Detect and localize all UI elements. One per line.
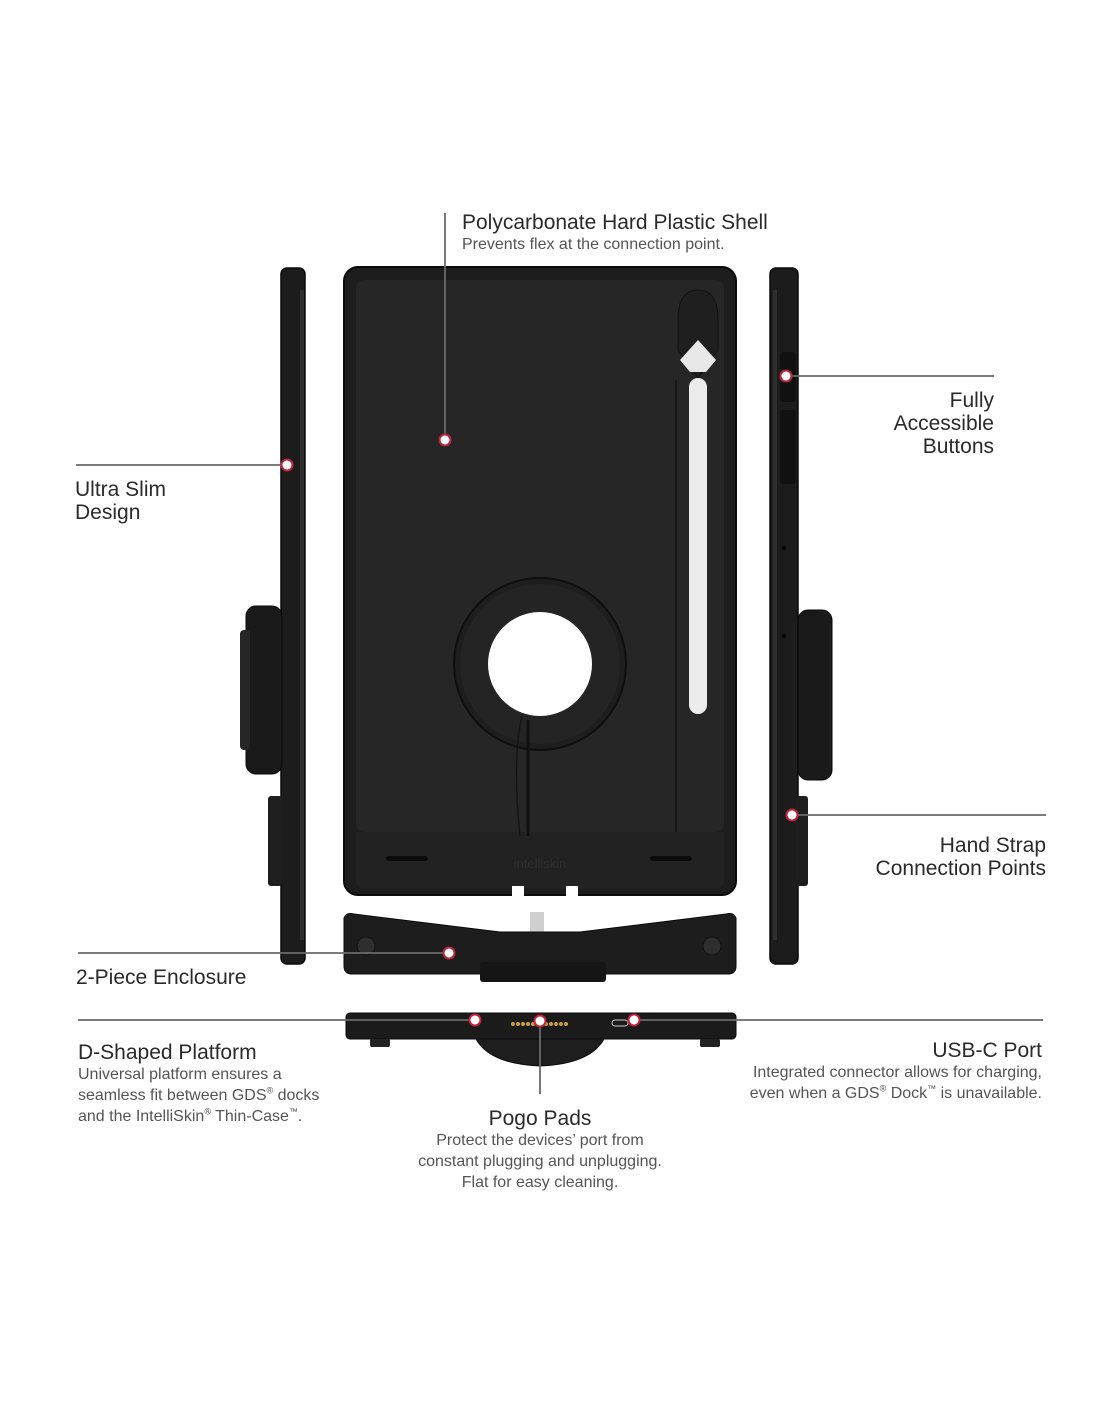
marker-slim [280, 458, 294, 472]
shell-desc: Prevents flex at the connection point. [462, 236, 725, 253]
brand-mark: intelliskin [514, 856, 567, 871]
callout-pogo: Pogo Pads Protect the devices’ port from… [380, 1107, 700, 1193]
marker-usbc [627, 1013, 641, 1027]
strap-line2: Connection Points [875, 857, 1046, 880]
callout-slim: Ultra Slim Design [75, 478, 166, 524]
usbc-desc-1: Integrated connector allows for charging… [752, 1064, 1042, 1081]
pogo-title: Pogo Pads [488, 1107, 592, 1130]
usbc-desc-2: even when a GDS® Dock™ is unavailable. [749, 1083, 1042, 1102]
callout-platform: D-Shaped Platform Universal platform ens… [78, 1041, 319, 1127]
buttons-line1: Fully [949, 389, 994, 412]
platform-title: D-Shaped Platform [78, 1041, 257, 1064]
strap-line1: Hand Strap [939, 834, 1046, 857]
marker-buttons [779, 369, 793, 383]
marker-strap [785, 808, 799, 822]
leader-lines [76, 213, 1046, 1094]
slim-line1: Ultra Slim [75, 478, 167, 501]
callout-buttons: Fully Accessible Buttons [794, 389, 994, 458]
marker-platform [468, 1013, 482, 1027]
callout-shell: Polycarbonate Hard Plastic Shell Prevent… [462, 211, 768, 255]
marker-pogo [533, 1014, 547, 1028]
platform-desc-1: Universal platform ensures a [78, 1066, 282, 1083]
pogo-desc-1: Protect the devices’ port from [436, 1132, 644, 1149]
pogo-desc-2: constant plugging and unplugging. [418, 1153, 662, 1170]
usbc-title: USB-C Port [932, 1039, 1042, 1062]
right-side-profile [769, 267, 833, 965]
marker-shell [438, 433, 452, 447]
marker-enclosure [442, 946, 456, 960]
platform-desc-2: seamless fit between GDS® docks [78, 1085, 320, 1104]
callout-markers [280, 369, 799, 1028]
left-side-profile [240, 267, 306, 965]
case-back: intelliskin [343, 266, 737, 896]
buttons-line2: Accessible [893, 412, 994, 435]
buttons-line3: Buttons [922, 435, 994, 458]
callout-strap: Hand Strap Connection Points [786, 834, 1046, 880]
enclosure-bottom-piece [343, 912, 737, 982]
platform-desc-3: and the IntelliSkin® Thin-Case™. [78, 1106, 303, 1125]
callout-usbc: USB-C Port Integrated connector allows f… [682, 1039, 1042, 1104]
shell-title: Polycarbonate Hard Plastic Shell [462, 211, 768, 234]
callout-enclosure: 2-Piece Enclosure [76, 966, 246, 989]
slim-line2: Design [75, 501, 141, 524]
enclosure-title: 2-Piece Enclosure [76, 966, 247, 989]
pogo-desc-3: Flat for easy cleaning. [461, 1174, 619, 1191]
